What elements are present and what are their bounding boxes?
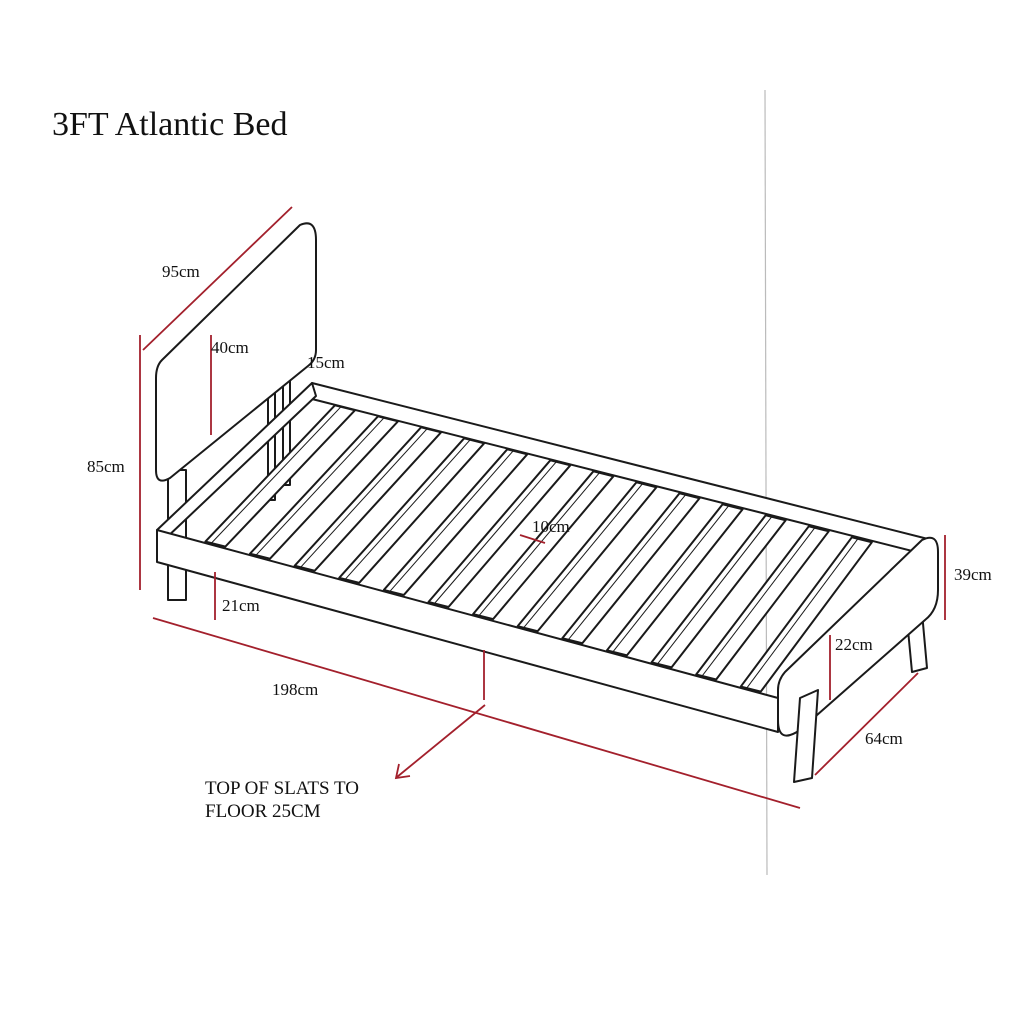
slat [695,525,830,681]
slats [204,404,873,693]
label-95cm: 95cm [162,262,200,281]
slat [293,426,443,572]
slat [249,415,399,560]
front-rail [156,529,779,733]
slat [382,448,529,596]
dim-64cm-line [814,672,919,776]
slat [605,503,744,657]
slat-edge [701,527,816,677]
slat [739,536,873,693]
slat-edge [434,461,557,604]
slat [338,437,486,584]
background-line [764,89,768,876]
label-198cm: 198cm [272,680,319,699]
note-line-1: TOP OF SLATS TO [205,778,359,799]
slat-height-note: TOP OF SLATS TO FLOOR 25CM [205,777,359,823]
slat [561,492,701,645]
slat-edge [344,439,471,580]
slat-edge [612,505,730,653]
label-10cm: 10cm [532,517,570,536]
label-21cm: 21cm [222,596,260,615]
footboard-panel [777,536,939,737]
slat-edge [255,417,385,556]
arrow-head-icon [394,763,411,780]
label-64cm: 64cm [865,729,903,748]
bed-frame [155,222,939,783]
slat [650,514,787,669]
slat-edge [389,450,514,592]
slat-edge [657,516,773,665]
slat-edge [523,483,643,628]
slat [427,459,572,609]
label-40cm: 40cm [211,338,249,357]
front-foot-leg [793,689,819,783]
dimension-lines [139,206,946,809]
headboard-panel [155,222,317,482]
note-line-2: FLOOR 25CM [205,801,321,822]
slat-edge [300,428,428,568]
slat-edge [746,538,859,689]
label-22cm: 22cm [835,635,873,654]
slat-edge [567,494,686,641]
slat-edge [211,406,342,544]
page-title: 3FT Atlantic Bed [52,106,288,143]
label-15cm: 15cm [307,353,345,372]
slat-edge [478,472,600,616]
dim-10cm-line [519,534,546,544]
dim-95cm-line [142,206,293,351]
label-85cm: 85cm [87,457,125,476]
slat [472,470,615,621]
note-arrow [396,704,486,778]
slat [516,481,658,633]
slat [204,404,356,548]
label-39cm: 39cm [954,565,992,584]
